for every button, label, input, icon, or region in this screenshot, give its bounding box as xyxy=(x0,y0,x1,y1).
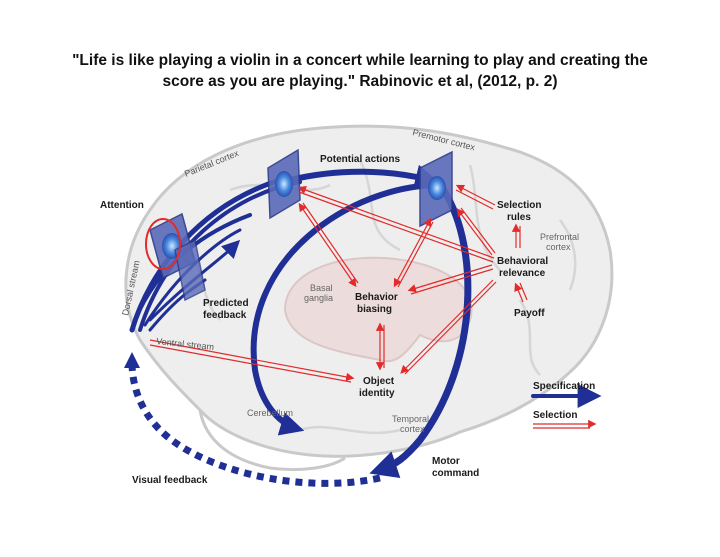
label-behavioral-relevance-2: relevance xyxy=(499,268,546,279)
label-cerebellum: Cerebellum xyxy=(247,408,293,418)
label-temporal-cortex-1: Temporal xyxy=(392,414,429,424)
visual-feedback-arrowhead xyxy=(124,352,140,368)
label-basal-ganglia-2: ganglia xyxy=(304,293,333,303)
brainstem-outline xyxy=(198,409,346,472)
title-line-2: score as you are playing." Rabinovic et … xyxy=(162,73,558,90)
label-object-identity-1: Object xyxy=(363,376,395,387)
label-behavior-biasing-2: biasing xyxy=(357,304,392,315)
label-attention: Attention xyxy=(100,200,144,211)
label-prefrontal-2: cortex xyxy=(546,242,571,252)
visual-feedback-arrow xyxy=(128,361,381,487)
attention-panel xyxy=(145,212,206,302)
label-payoff: Payoff xyxy=(514,308,545,319)
label-prefrontal-1: Prefrontal xyxy=(540,232,579,242)
legend-specification: Specification xyxy=(533,381,595,392)
label-selection-rules-2: rules xyxy=(507,212,531,223)
label-basal-ganglia-1: Basal xyxy=(310,283,333,293)
label-motor-command-2: command xyxy=(432,468,479,479)
premotor-panel xyxy=(419,150,453,228)
specification-arrows xyxy=(129,164,602,478)
slide-title: "Life is like playing a violin in a conc… xyxy=(0,50,720,92)
label-temporal-cortex-2: cortex xyxy=(400,424,425,434)
label-behavioral-relevance-1: Behavioral xyxy=(497,256,548,267)
label-predicted-feedback-2: feedback xyxy=(203,310,247,321)
legend-selection: Selection xyxy=(533,410,577,421)
parietal-panel xyxy=(267,148,301,220)
title-line-1: "Life is like playing a violin in a conc… xyxy=(72,52,648,69)
selection-arrows xyxy=(149,184,597,429)
label-selection-rules-1: Selection xyxy=(497,200,541,211)
label-behavior-biasing-1: Behavior xyxy=(355,292,398,303)
label-visual-feedback: Visual feedback xyxy=(132,475,208,486)
label-object-identity-2: identity xyxy=(359,388,395,399)
label-potential-actions: Potential actions xyxy=(320,154,400,165)
label-predicted-feedback-1: Predicted xyxy=(203,298,249,309)
label-motor-command-1: Motor xyxy=(432,456,460,467)
